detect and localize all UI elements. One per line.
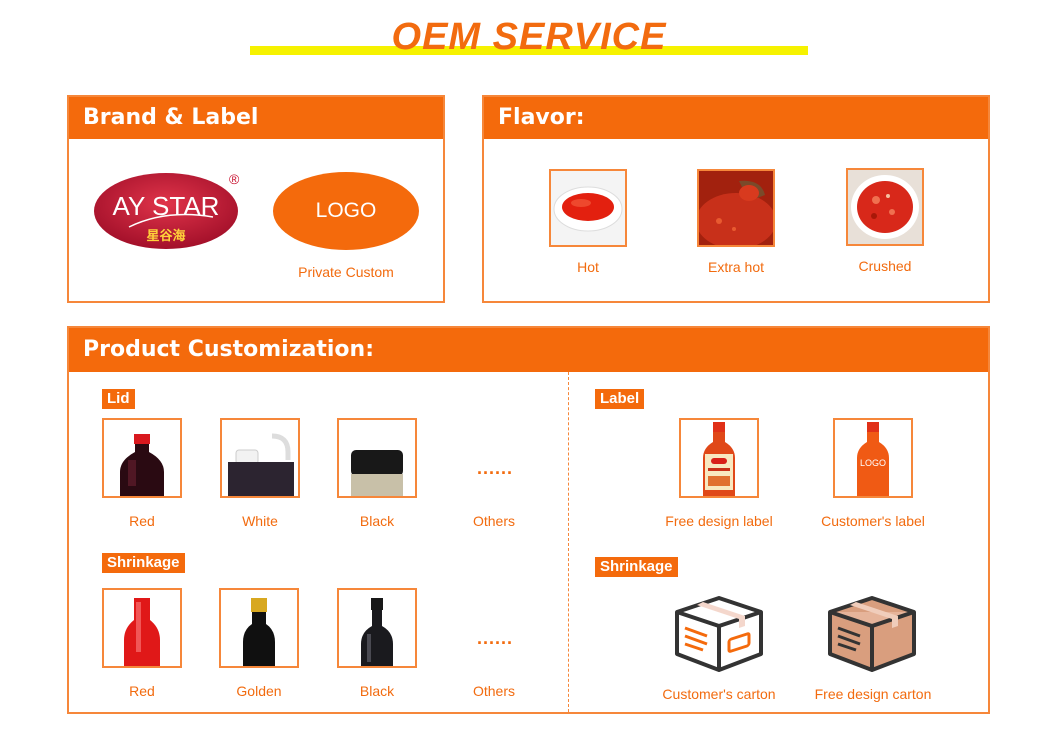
flavor-panel: Flavor: Hot Extra hot Crushed — [482, 95, 990, 303]
title-underline — [250, 46, 808, 55]
shrinkage-more-ellipsis: ...... — [477, 628, 514, 648]
shrinkage-free-design-carton-caption: Free design carton — [814, 686, 932, 702]
brown-carton-icon — [826, 594, 918, 674]
black-shrink-bottle-photo-icon — [337, 588, 417, 668]
shrinkage-tag-left: Shrinkage — [102, 553, 185, 573]
shrinkage-customer-carton-caption: Customer's carton — [662, 686, 776, 702]
label-tag: Label — [595, 389, 645, 409]
label-customer-caption: Customer's label — [821, 513, 925, 529]
bottle-logo-text: LOGO — [859, 458, 886, 468]
black-lid-jar-photo-icon — [337, 418, 417, 498]
red-lid-bottle-photo-icon — [102, 418, 182, 498]
crushed-chili-photo-icon — [846, 168, 924, 246]
flavor-label-crushed: Crushed — [858, 258, 912, 274]
registered-mark: ® — [229, 171, 240, 187]
flavor-label-extra-hot: Extra hot — [707, 259, 765, 275]
logo-bottle-photo-icon: LOGO — [833, 418, 913, 498]
brand-chinese-name: 星谷海 — [146, 229, 186, 244]
brand-panel-heading: Brand & Label Customization: — [69, 97, 443, 172]
product-customization-panel: Product Customization: Lid Red White Bla… — [67, 326, 990, 714]
shrinkage-label-others: Others — [472, 683, 515, 699]
private-custom-caption: Private Custom — [298, 264, 394, 280]
shrinkage-label-red: Red — [129, 683, 155, 699]
shrinkage-tag-right: Shrinkage — [595, 557, 678, 577]
red-shrink-bottle-photo-icon — [102, 588, 182, 668]
label-free-design-caption: Free design label — [665, 513, 773, 529]
flavor-label-hot: Hot — [577, 259, 599, 275]
lid-label-black: Black — [359, 513, 395, 529]
chili-paste-photo-icon — [697, 169, 775, 247]
white-carton-icon — [673, 594, 765, 674]
shrinkage-label-golden: Golden — [236, 683, 282, 699]
white-lid-jug-photo-icon — [220, 418, 300, 498]
golden-shrink-bottle-photo-icon — [219, 588, 299, 668]
brand-label-panel: Brand & Label Customization: AY STAR 星谷海… — [67, 95, 445, 303]
aystar-brand-logo: AY STAR 星谷海 — [91, 169, 243, 253]
labeled-bottle-photo-icon — [679, 418, 759, 498]
lid-tag: Lid — [102, 389, 135, 409]
page-title: OEM SERVICE — [391, 16, 667, 58]
lid-label-white: White — [242, 513, 278, 529]
lid-label-others: Others — [472, 513, 515, 529]
section-divider — [568, 372, 569, 712]
lid-label-red: Red — [129, 513, 155, 529]
custom-logo-placeholder: LOGO — [273, 172, 419, 250]
shrinkage-label-black: Black — [359, 683, 395, 699]
sauce-bowl-photo-icon — [549, 169, 627, 247]
brand-name: AY STAR — [112, 191, 220, 221]
product-panel-heading: Product Customization: — [69, 328, 988, 372]
flavor-panel-heading: Flavor: — [484, 97, 988, 139]
lid-more-ellipsis: ...... — [477, 458, 514, 478]
